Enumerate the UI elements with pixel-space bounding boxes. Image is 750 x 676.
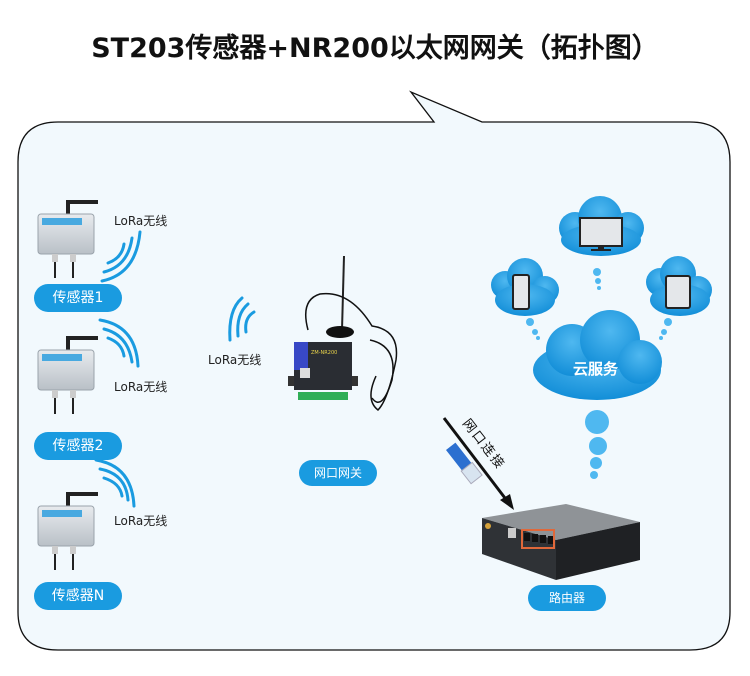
phone-icon [512,274,530,310]
ethernet-plug-icon [446,442,483,485]
link-label-gateway: LoRa无线 [208,353,262,367]
diagram-title: ST203传感器+NR200以太网网关（拓扑图） [91,33,659,64]
gateway-device [288,255,398,411]
sensor-label-1: 传感器1 [34,284,122,312]
sensor-device-2 [37,336,98,414]
gateway-label: 网口网关 [299,460,377,486]
tablet-icon [665,275,691,309]
router-label: 路由器 [528,585,606,611]
cloud-tablet-bubble [646,256,712,340]
sensor-device-n [37,492,98,570]
wireless-wave-icon [98,318,140,368]
sensor-device-1 [37,200,98,278]
link-label-sensor-n: LoRa无线 [114,514,168,528]
cloud-phone-bubble [491,258,559,340]
gateway-model-label: ZM-NR200 [311,350,337,356]
wireless-wave-icon [100,230,142,283]
router-device [482,504,640,580]
cloud-service-label: 云服务 [573,360,619,378]
wireless-wave-icon [228,296,256,342]
sensor-label-n: 传感器N [34,582,122,610]
cloud-service-icon [533,310,662,400]
link-label-sensor-2: LoRa无线 [114,380,168,394]
sensor-label-2: 传感器2 [34,432,122,460]
monitor-icon [579,217,623,247]
cloud-link-dots [585,410,609,479]
cloud-monitor-bubble [559,196,644,290]
link-label-sensor-1: LoRa无线 [114,214,168,228]
arrow-icon [442,417,514,510]
wireless-wave-icon [94,458,136,508]
